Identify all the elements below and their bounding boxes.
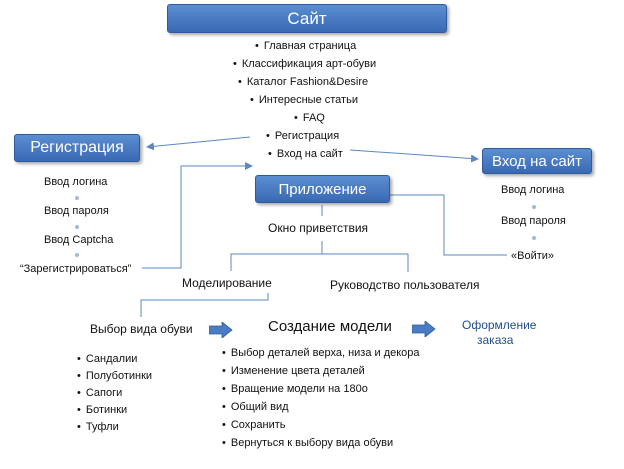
- order-label-line1: Оформление: [462, 318, 537, 332]
- shoe-type-item: Полуботинки: [77, 370, 152, 382]
- registration-title: Регистрация: [30, 139, 124, 156]
- login-step: Ввод пароля: [501, 215, 566, 227]
- modeling-label: Моделирование: [182, 276, 272, 290]
- registration-step: “Зарегистрироваться”: [20, 263, 132, 275]
- site-box: Сайт: [167, 4, 447, 33]
- site-item: Главная страница: [255, 40, 356, 52]
- arrow-registration-to-app: [142, 162, 253, 269]
- site-title: Сайт: [287, 8, 327, 28]
- registration-box: Регистрация: [14, 134, 140, 162]
- site-item: Каталог Fashion&Desire: [238, 76, 368, 88]
- model-item: Сохранить: [222, 419, 286, 431]
- model-item: Изменение цвета деталей: [222, 365, 365, 377]
- registration-step: Ввод пароля: [44, 205, 109, 217]
- app-box: Приложение: [255, 175, 390, 203]
- login-title: Вход на сайт: [492, 152, 582, 170]
- order-label-line2: заказа: [477, 333, 514, 347]
- shoe-type-item: Сандалии: [77, 353, 138, 365]
- shoe-type-item: Сапоги: [77, 387, 122, 399]
- step-dot: [532, 236, 536, 240]
- line-app-to-enter: [388, 194, 507, 256]
- step-dot: [75, 253, 79, 257]
- arrow-to-login: [349, 149, 479, 163]
- login-step: «Войти»: [511, 250, 555, 262]
- site-item: Классификация арт-обуви: [233, 58, 376, 70]
- site-item: Регистрация: [266, 130, 339, 142]
- shoe-type-item: Туфли: [77, 421, 119, 433]
- step-dot: [75, 196, 79, 200]
- model-item: Вращение модели на 180о: [222, 383, 368, 395]
- registration-step: Ввод логина: [44, 176, 108, 188]
- model-item: Общий вид: [222, 401, 289, 413]
- model-title: Создание модели: [268, 318, 392, 335]
- welcome-label: Окно приветствия: [268, 221, 369, 235]
- site-item: Вход на сайт: [268, 148, 343, 160]
- login-box: Вход на сайт: [482, 148, 592, 174]
- shoe-type-item: Ботинки: [77, 404, 127, 416]
- model-item: Вернуться к выбору вида обуви: [222, 437, 393, 449]
- line-welcome-split: [230, 241, 323, 271]
- site-item: FAQ: [294, 112, 325, 124]
- shoe-type-title: Выбор вида обуви: [90, 322, 193, 336]
- login-step: Ввод логина: [501, 184, 565, 196]
- arrow-right-icon: [209, 322, 233, 338]
- site-item: Интересные статьи: [250, 94, 358, 106]
- line-welcome-guide: [322, 253, 409, 272]
- app-title: Приложение: [278, 180, 367, 198]
- guide-label: Руководство пользователя: [330, 278, 480, 292]
- arrow-to-registration: [146, 136, 251, 151]
- step-dot: [75, 225, 79, 229]
- step-dot: [532, 205, 536, 209]
- line-modeling-to-shoe: [140, 293, 269, 317]
- model-item: Выбор деталей верха, низа и декора: [222, 347, 420, 359]
- arrow-right-icon: [412, 321, 436, 337]
- registration-step: Ввод Captcha: [44, 234, 114, 246]
